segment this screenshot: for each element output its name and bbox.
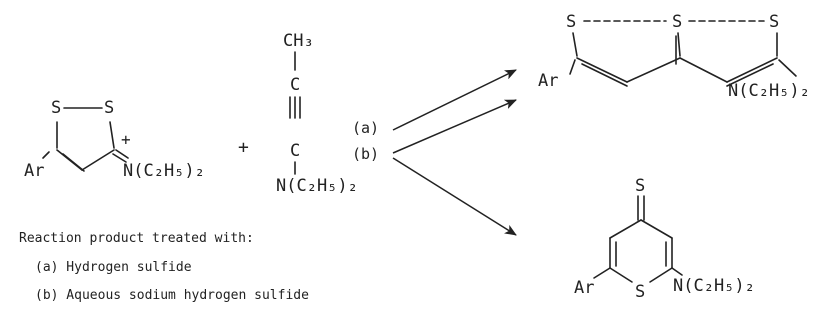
bond [778,59,797,77]
bond [42,151,50,159]
arrow-b-to-bottom-product [392,157,517,236]
ring-sulfur-atom: S [104,98,114,118]
ring-sulfur-atom: S [635,282,645,302]
ring-sulfur-atom: S [51,98,61,118]
diethylamino-label: N(C₂H₅)₂ [123,161,205,181]
bond [626,57,681,83]
aryl-label: Ar [538,71,558,91]
bond [679,57,728,83]
bond [115,149,129,159]
footnote: Reaction product treated with: (a) Hydro… [19,231,309,303]
bond [593,267,611,279]
bond [581,63,628,87]
methyl-label: CH₃ [283,31,314,51]
bond [671,267,683,276]
positive-charge: + [121,130,131,149]
reaction-arrows: (a) (b) [352,69,517,236]
carbon-atom: C [290,141,300,161]
aryl-label: Ar [24,161,44,181]
arrow-a-to-top-product [392,69,517,131]
ring-sulfur-atom: S [769,12,779,32]
ring-sulfur-atom: S [566,12,576,32]
diethylamino-label: N(C₂H₅)₂ [276,176,358,196]
bond [649,267,673,283]
bond [640,219,673,239]
bond [112,153,127,163]
arrow-b-to-top-product [392,99,517,154]
product-trithiapentalene: S S S Ar N(C₂H₅)₂ [538,12,810,101]
reactant-dithiolium: S S + Ar N(C₂H₅)₂ [24,98,205,181]
bond [109,121,115,149]
plus-sign: + [238,137,249,158]
bond [62,153,85,172]
bond [677,32,681,57]
bond [726,63,774,87]
carbon-atom: C [290,75,300,95]
diethylamino-label: N(C₂H₅)₂ [673,276,755,296]
path-b-label: (b) [352,145,379,163]
footnote-item: (a) Hydrogen sulfide [35,260,192,275]
bond [726,57,778,83]
footnote-heading: Reaction product treated with: [19,231,254,246]
footnote-item: (b) Aqueous sodium hydrogen sulfide [35,288,309,303]
bond [576,57,628,83]
bond [81,149,115,171]
bond [569,59,576,75]
bond [609,219,642,239]
diethylamino-label: N(C₂H₅)₂ [728,81,810,101]
aryl-label: Ar [574,278,594,298]
bond [572,32,578,57]
bond [609,267,633,283]
exocyclic-sulfur-atom: S [635,176,645,196]
product-thiopyranthione: S S Ar N(C₂H₅)₂ [574,176,755,302]
path-a-label: (a) [352,119,379,137]
ring-sulfur-atom: S [672,12,682,32]
reagent-ynamine: CH₃ C C N(C₂H₅)₂ [276,31,358,196]
